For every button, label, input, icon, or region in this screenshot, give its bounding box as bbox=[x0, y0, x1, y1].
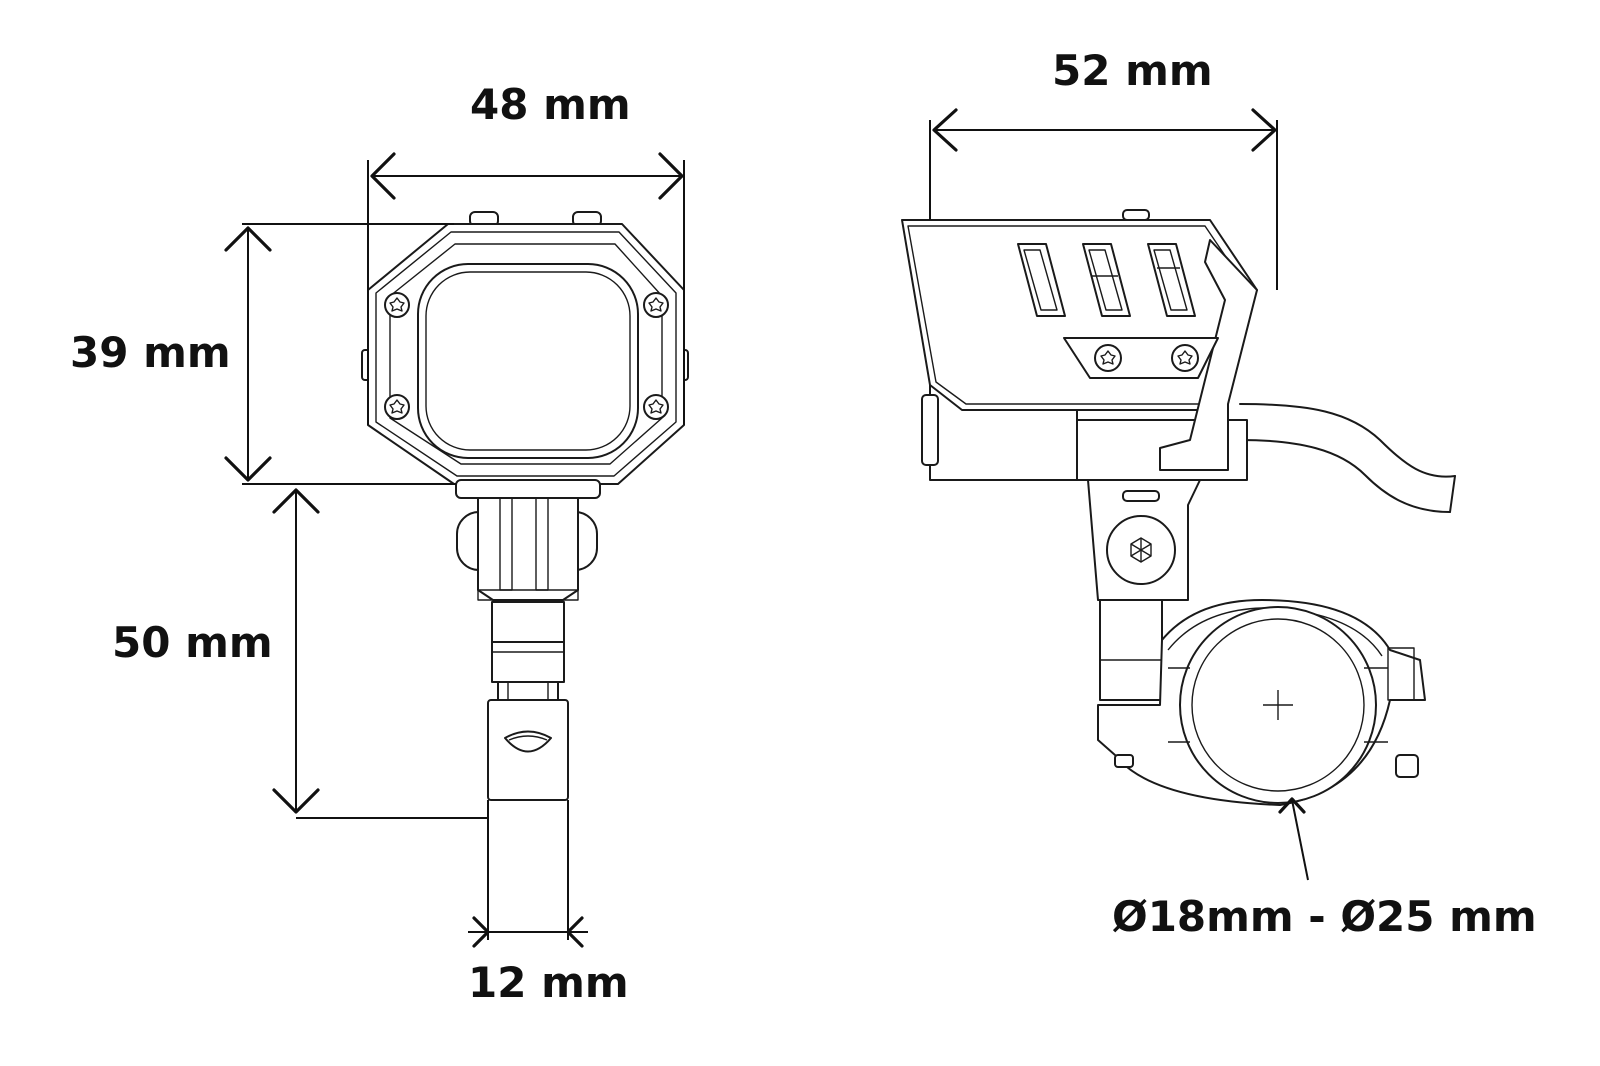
dimension-lines bbox=[224, 108, 1309, 948]
clamp-diameter-label: Ø18mm - Ø25 mm bbox=[1112, 892, 1537, 941]
front-view bbox=[361, 211, 689, 801]
mount-height-label: 50 mm bbox=[112, 618, 273, 667]
front-height-label: 39 mm bbox=[70, 328, 231, 377]
mount-width-label: 12 mm bbox=[468, 958, 629, 1007]
side-view bbox=[901, 209, 1456, 806]
side-width-label: 52 mm bbox=[1052, 46, 1213, 95]
front-width-label: 48 mm bbox=[470, 80, 631, 129]
